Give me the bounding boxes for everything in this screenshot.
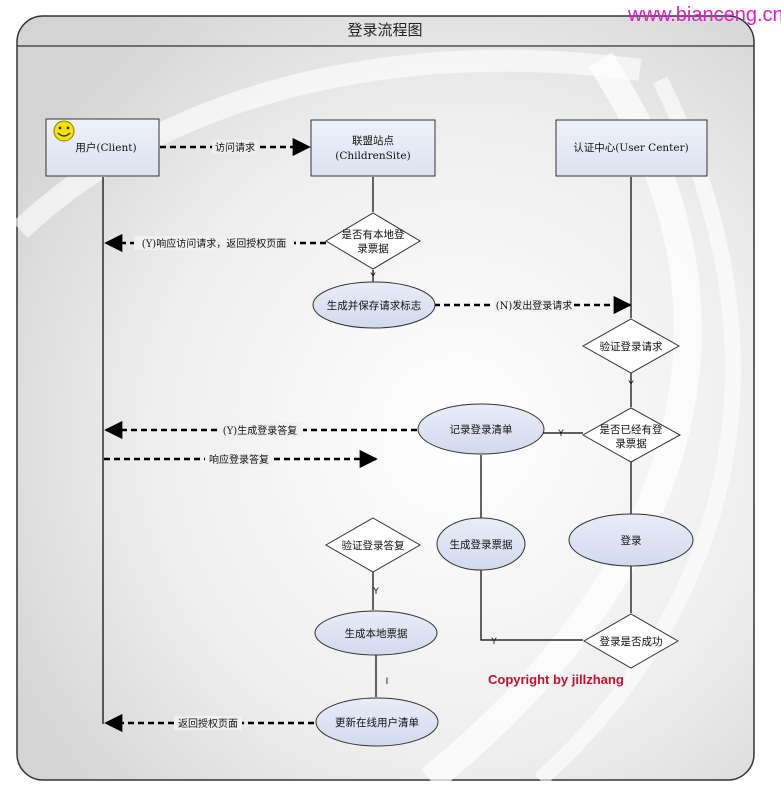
branch-label-i: I — [386, 677, 389, 687]
diagram-frame — [16, 15, 755, 781]
label-visit-request: 访问请求 — [215, 141, 255, 154]
label-send-login-request: (N)发出登录请求 — [496, 299, 573, 312]
label-generate-login-reply: (Y)生成登录答复 — [223, 424, 297, 437]
node-record-login-list — [417, 403, 545, 455]
branch-label-y: Y — [627, 380, 634, 390]
decision-verify-login-request-label: 验证登录请求 — [600, 340, 663, 353]
decorative-swoosh — [534, 76, 741, 786]
diagram-title: 登录流程图 — [347, 21, 422, 39]
decision-verify-login-reply-label: 验证登录答复 — [342, 539, 405, 552]
label-respond-auth-page: (Y)响应访问请求，返回授权页面 — [142, 237, 286, 250]
node-save-request-flag — [312, 281, 436, 329]
node-record-login-list-label: 记录登录清单 — [450, 423, 513, 436]
node-generate-local-ticket-label: 生成本地票据 — [345, 627, 408, 640]
branch-label-y: Y — [372, 587, 379, 597]
copyright-text: Copyright by jillzhang — [488, 672, 624, 687]
decision-verify-login-request — [581, 318, 681, 374]
line-generate-to-success — [480, 570, 583, 641]
node-update-online-users-label: 更新在线用户清单 — [335, 716, 419, 729]
decision-login-success-label: 登录是否成功 — [600, 635, 663, 648]
node-update-online-users — [315, 697, 439, 747]
node-generate-login-ticket-label: 生成登录票据 — [450, 538, 513, 551]
decision-login-success — [582, 613, 680, 669]
node-user-center-label: 认证中心(User Center) — [573, 141, 688, 154]
decision-has-login-ticket-sublabel: 录票据 — [615, 437, 647, 450]
node-children-site-label: 联盟站点 — [352, 134, 394, 147]
smiley-face-icon — [53, 120, 75, 142]
node-generate-login-ticket — [436, 517, 526, 571]
node-login — [568, 513, 694, 567]
node-save-request-flag-label: 生成并保存请求标志 — [327, 299, 422, 312]
decision-has-login-ticket-label: 是否已经有登 — [600, 423, 663, 436]
branch-label-y: Y — [557, 429, 564, 439]
node-client-label: 用户(Client) — [75, 141, 136, 154]
decision-has-local-ticket-label: 是否有本地登 — [342, 228, 405, 241]
decision-has-local-ticket-sublabel: 录票据 — [357, 242, 389, 255]
decision-has-login-ticket — [581, 407, 682, 463]
branch-label-y: Y — [490, 637, 497, 647]
decision-has-local-ticket — [325, 212, 421, 270]
label-return-auth-page: 返回授权页面 — [178, 717, 238, 730]
node-login-label: 登录 — [621, 534, 642, 547]
decision-verify-login-reply — [324, 517, 422, 573]
node-children-site — [310, 119, 436, 177]
node-children-site-sublabel: (ChildrenSite) — [335, 150, 410, 162]
watermark-text: www.bianceng.cn — [628, 4, 781, 26]
branch-label-y: Y — [369, 272, 376, 282]
label-respond-login-reply: 响应登录答复 — [209, 453, 269, 466]
node-generate-local-ticket — [314, 610, 438, 656]
node-user-center — [555, 119, 708, 177]
